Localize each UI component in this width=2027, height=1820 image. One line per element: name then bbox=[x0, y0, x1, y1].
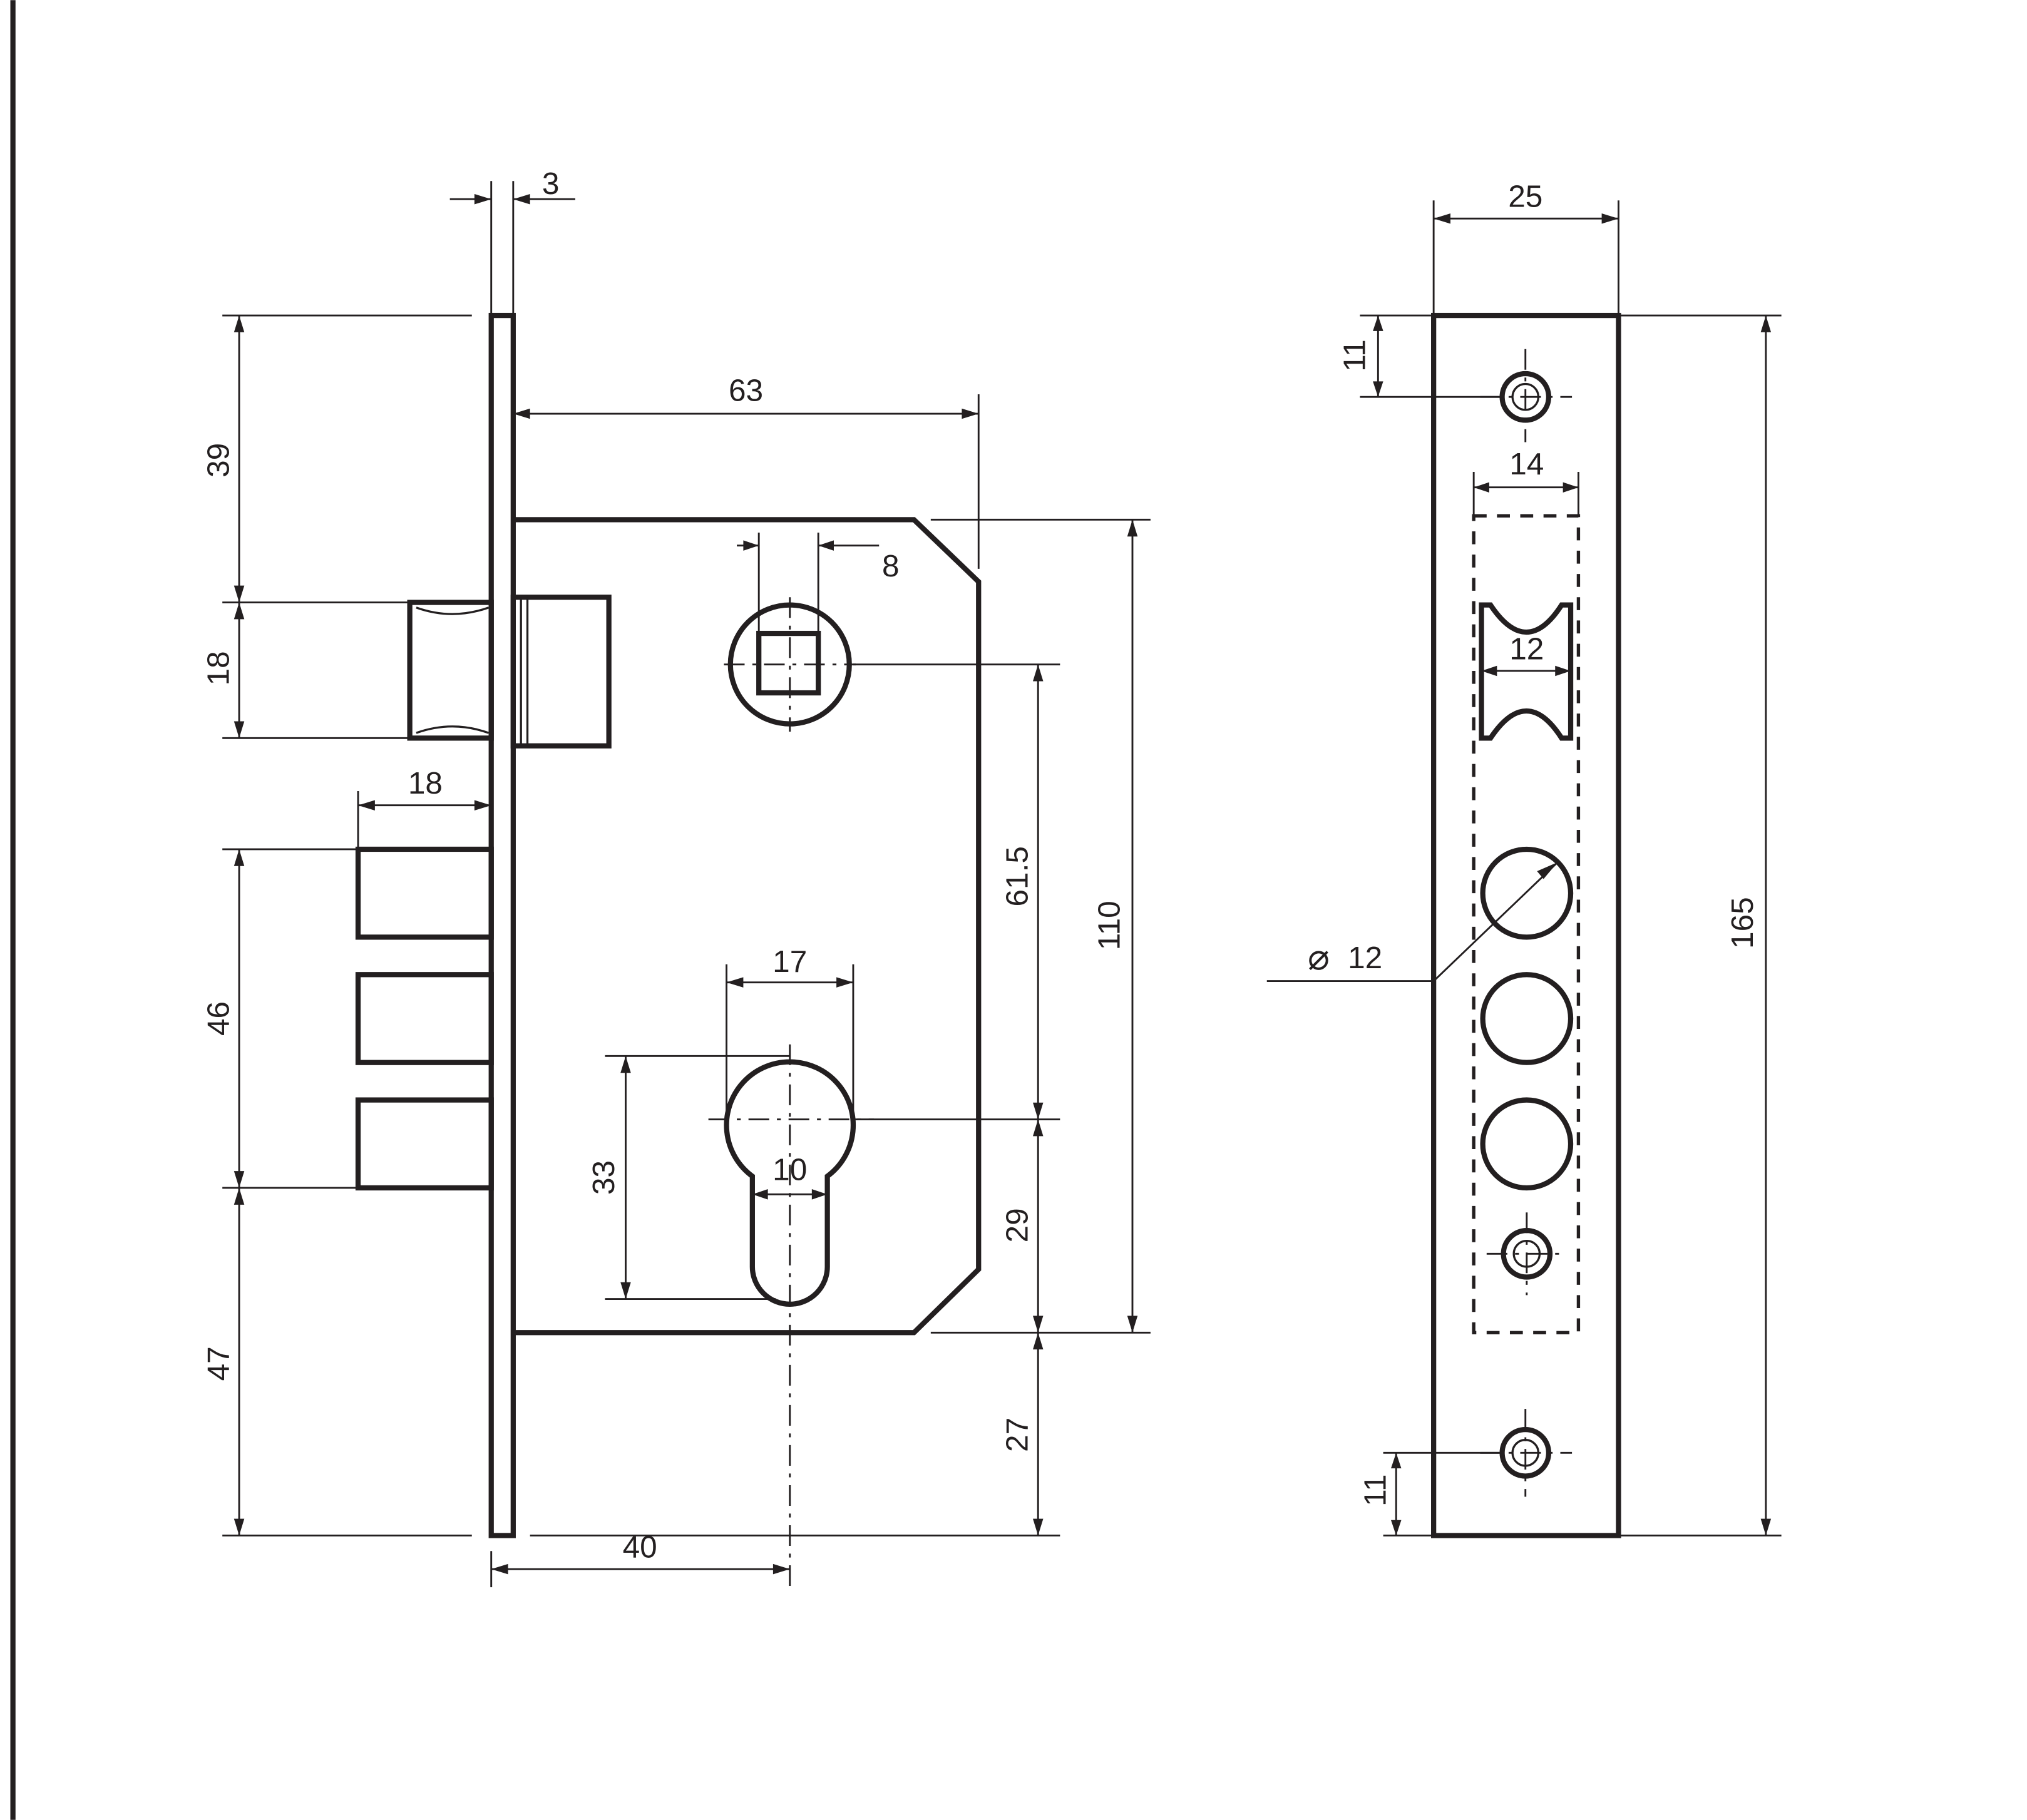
dim-spindle-square: 8 bbox=[882, 548, 900, 583]
dim-bottom-screw: 11 bbox=[1358, 1474, 1393, 1506]
dim-top-screw: 11 bbox=[1337, 339, 1372, 371]
front-dimension-lines bbox=[1266, 213, 1772, 1536]
dim-bolt-area-width: 14 bbox=[1509, 446, 1544, 481]
dim-cylinder-slot: 10 bbox=[772, 1152, 807, 1187]
dim-bolt-diameter: 12 bbox=[1348, 940, 1382, 975]
dim-latch-projection: 18 bbox=[408, 765, 443, 800]
side-view: 3 63 8 39 18 18 46 47 61.5 110 29 27 17 … bbox=[201, 166, 1151, 1588]
latch-bolts bbox=[355, 846, 494, 1191]
cylinder-cutout bbox=[708, 1044, 874, 1588]
dim-deadbolt-height: 18 bbox=[201, 651, 236, 685]
bolt-opening-outline bbox=[1472, 514, 1581, 1334]
dim-case-bottom-to-plate: 27 bbox=[1000, 1418, 1035, 1452]
latch-bolt-ends bbox=[1480, 846, 1574, 1191]
side-dimension-labels: 3 63 8 39 18 18 46 47 61.5 110 29 27 17 … bbox=[201, 166, 1127, 1565]
dim-faceplate-thickness: 3 bbox=[542, 166, 560, 201]
faceplate bbox=[488, 312, 516, 1538]
front-view: 25 11 14 12 ⌀ 12 165 11 bbox=[1266, 179, 1782, 1538]
dim-cylinder-to-case-bottom: 29 bbox=[1000, 1208, 1035, 1242]
side-extension-lines bbox=[222, 181, 1151, 1588]
dim-backset: 40 bbox=[623, 1530, 657, 1565]
lock-case bbox=[513, 517, 982, 1336]
front-extension-lines bbox=[1360, 200, 1782, 1536]
side-dimension-lines bbox=[233, 193, 1138, 1575]
front-faceplate bbox=[1431, 312, 1621, 1538]
dim-backset-total: 63 bbox=[729, 372, 763, 407]
front-dimension-labels: 25 11 14 12 ⌀ 12 165 11 bbox=[1308, 179, 1760, 1506]
dim-spindle-to-cylinder: 61.5 bbox=[1000, 846, 1035, 906]
dim-cylinder-width: 17 bbox=[772, 944, 807, 979]
spindle-hub bbox=[724, 597, 856, 732]
dim-faceplate-length: 165 bbox=[1725, 897, 1760, 949]
dim-top-to-deadbolt: 39 bbox=[201, 443, 236, 478]
dim-latch-width: 12 bbox=[1509, 631, 1544, 666]
deadbolt-end bbox=[1479, 602, 1574, 741]
dim-bolt-group-height: 46 bbox=[201, 1001, 236, 1036]
dim-cylinder-height: 33 bbox=[586, 1160, 621, 1195]
lower-screw-hole bbox=[1486, 1212, 1567, 1296]
dim-faceplate-width: 25 bbox=[1508, 179, 1542, 214]
dim-case-height: 110 bbox=[1091, 901, 1126, 950]
top-screw-hole bbox=[1480, 349, 1573, 442]
diameter-icon: ⌀ bbox=[1308, 938, 1330, 978]
deadbolt bbox=[407, 595, 612, 749]
dim-bottom-to-bolts: 47 bbox=[201, 1346, 236, 1381]
